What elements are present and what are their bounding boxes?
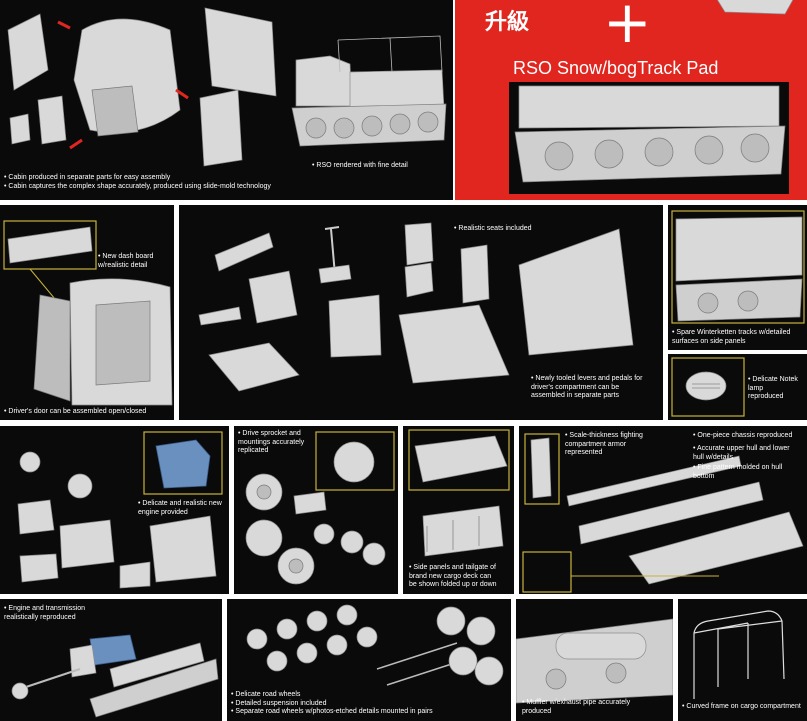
panel-engine: • Delicate and realistic new engine prov… [0, 426, 229, 594]
caption-line: • New dash board [98, 253, 154, 260]
road-wheels-caption: • Delicate road wheels • Detailed suspen… [231, 691, 433, 717]
chassis-caption: • One-piece chassis reproduced [693, 432, 793, 439]
cabin-parts-illustration [7, 7, 447, 167]
rso-caption: • RSO rendered with fine detail [312, 162, 408, 169]
cargo-frame-caption: • Curved frame on cargo compartment [682, 703, 801, 710]
seats-caption: • Realistic seats included [454, 225, 532, 232]
caption-line: • Delicate road wheels [231, 691, 301, 698]
panel-interior: • Realistic seats included • Newly toole… [179, 205, 663, 420]
caption-line: replicated [238, 447, 269, 454]
caption-line: represented [565, 449, 603, 456]
caption-line: • Newly tooled levers and pedals for [531, 375, 643, 382]
caption-line: hull w/details [693, 453, 734, 461]
caption-line: • Delicate and realistic new [138, 500, 222, 507]
sprocket-caption: • Drive sprocket and mountings accuratel… [238, 430, 304, 456]
door-caption: • Driver's door can be assembled open/cl… [4, 408, 147, 415]
notek-lamp-illustration [671, 357, 745, 417]
panel-notek-lamp: • Delicate Notek lamp reproduced [668, 354, 807, 420]
caption-line: • Drive sprocket and [238, 430, 301, 437]
caption-line: be shown folded up or down [409, 581, 497, 588]
panel-cargo-frame: • Curved frame on cargo compartment [678, 599, 807, 721]
muffler-caption: • Muffler w/exhaust pipe accurately prod… [522, 699, 630, 716]
panel-cargo-deck: • Side panels and tailgate of brand new … [403, 426, 514, 594]
chassis-illustration [522, 433, 804, 593]
levers-caption: • Newly tooled levers and pedals for dri… [531, 375, 642, 401]
armor-caption: • Scale-thickness fighting compartment a… [565, 432, 643, 458]
upgrade-chinese: 升級 [485, 10, 530, 35]
muffler-illustration [516, 618, 673, 704]
spare-tracks-illustration [671, 210, 805, 324]
upgrade-corner-part [717, 0, 794, 15]
upgrade-panel: 升級 + RSO Snow/bogTrack Pad [455, 0, 807, 200]
caption-line: • Accurate upper hull and lower [693, 445, 790, 452]
cabin-caption: • Cabin produced in separate parts for e… [4, 174, 304, 191]
panel-dashboard: • New dash board w/realistic detail • Dr… [0, 205, 174, 420]
cargo-frame-illustration [693, 610, 785, 699]
upgrade-plus: + [603, 0, 652, 56]
caption-line: assembled in separate parts [531, 392, 619, 399]
panel-spare-tracks: • Spare Winterketten tracks w/detailed s… [668, 205, 807, 350]
caption-line: • Side panels and tailgate of [409, 564, 496, 571]
hull-pattern-caption: • Fine pattern molded on hull bottom [693, 464, 782, 481]
caption-line: • Fine pattern molded on hull [693, 464, 783, 471]
sprocket-illustration [245, 431, 395, 585]
transmission-illustration [11, 634, 219, 718]
caption-line: brand new cargo deck can [409, 572, 492, 580]
snow-track-illustration [514, 85, 786, 183]
caption-line: surfaces on side panels [672, 337, 746, 345]
caption-line: • Delicate Notek [748, 376, 798, 383]
caption-line: compartment armor [565, 440, 627, 448]
caption-line: • Muffler w/exhaust pipe accurately [522, 699, 631, 706]
upgrade-title: RSO Snow/bogTrack Pad [513, 58, 719, 78]
panel-muffler: • Muffler w/exhaust pipe accurately prod… [516, 599, 673, 721]
caption-line: • Scale-thickness fighting [565, 432, 643, 439]
panel-sprocket: • Drive sprocket and mountings accuratel… [234, 426, 398, 594]
caption-line: • Engine and transmission [4, 605, 86, 612]
engine-caption: • Delicate and realistic new engine prov… [138, 500, 222, 517]
caption-line: • Cabin produced in separate parts for e… [4, 174, 171, 181]
caption-line: reproduced [748, 393, 784, 400]
caption-line: w/realistic detail [98, 261, 148, 269]
caption-line: produced [522, 707, 552, 715]
spare-tracks-caption: • Spare Winterketten tracks w/detailed s… [672, 329, 790, 346]
caption-line: • Detailed suspension included [231, 699, 327, 707]
caption-line: realistically reproduced [4, 613, 76, 621]
dashboard-illustration [3, 220, 173, 406]
panel-cabin: • Cabin produced in separate parts for e… [0, 0, 453, 200]
caption-line: driver's compartment can be [531, 383, 620, 391]
engine-parts-illustration [17, 431, 223, 589]
caption-line: • Separate road wheels w/photos-etched d… [231, 708, 433, 715]
caption-line: engine provided [138, 508, 188, 516]
upgrade-image [509, 82, 789, 194]
cargo-deck-illustration [408, 429, 510, 557]
caption-line: lamp [748, 384, 764, 392]
caption-line: mountings accurately [238, 438, 305, 446]
panel-road-wheels: • Delicate road wheels • Detailed suspen… [227, 599, 511, 721]
caption-line: • Cabin captures the complex shape accur… [4, 182, 271, 190]
panel-chassis: • Scale-thickness fighting compartment a… [519, 426, 807, 594]
notek-caption: • Delicate Notek lamp reproduced [748, 376, 798, 402]
caption-line: bottom [693, 472, 715, 480]
hull-caption: • Accurate upper hull and lower hull w/d… [693, 445, 790, 462]
panel-transmission: • Engine and transmission realistically … [0, 599, 222, 721]
road-wheels-illustration [246, 604, 504, 686]
caption-line: • Spare Winterketten tracks w/detailed [672, 329, 791, 336]
transmission-caption: • Engine and transmission realistically … [4, 605, 85, 622]
cargo-deck-caption: • Side panels and tailgate of brand new … [409, 564, 497, 590]
dashboard-callout: • New dash board w/realistic detail [98, 253, 153, 270]
interior-parts-illustration [198, 222, 634, 392]
